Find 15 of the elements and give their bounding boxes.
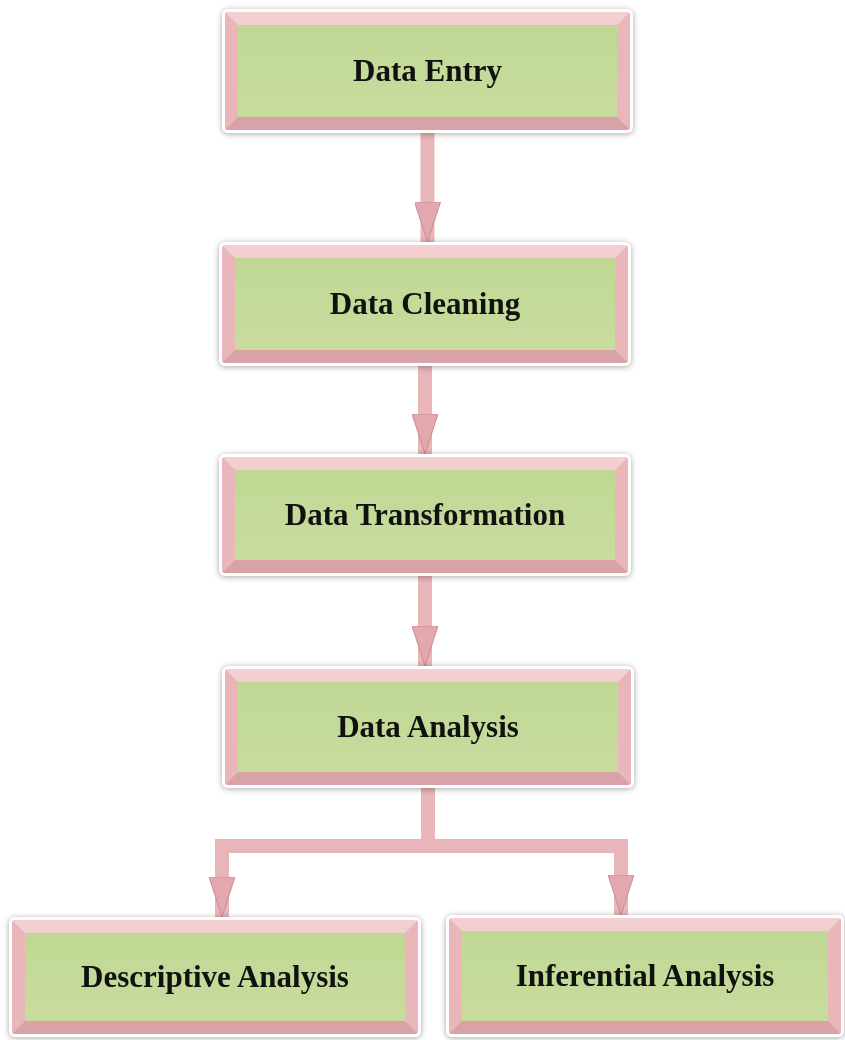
- arrow: [411, 366, 439, 455]
- process-box: [225, 12, 630, 130]
- process-box: [12, 920, 418, 1034]
- box-label: Data Transformation: [284, 497, 566, 533]
- arrow: [414, 133, 441, 243]
- arrow: [411, 576, 439, 667]
- box-label: Data Analysis: [337, 709, 519, 745]
- process-box: [222, 245, 628, 363]
- process-box: [449, 918, 841, 1034]
- box-label: Inferential Analysis: [515, 958, 775, 994]
- process-box: [225, 669, 631, 785]
- box-label: Data Entry: [353, 53, 502, 89]
- process-box: [222, 457, 628, 573]
- box-label: Data Cleaning: [329, 286, 521, 322]
- box-label: Descriptive Analysis: [81, 959, 349, 995]
